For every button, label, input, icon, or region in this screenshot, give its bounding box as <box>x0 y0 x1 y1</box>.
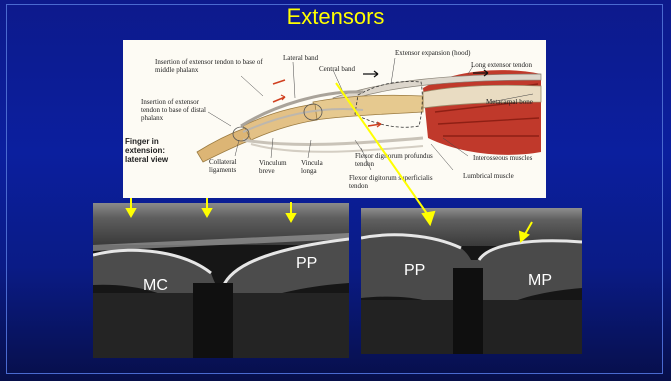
central-band-arrow <box>336 83 430 218</box>
central-band-arrowhead <box>423 212 434 224</box>
